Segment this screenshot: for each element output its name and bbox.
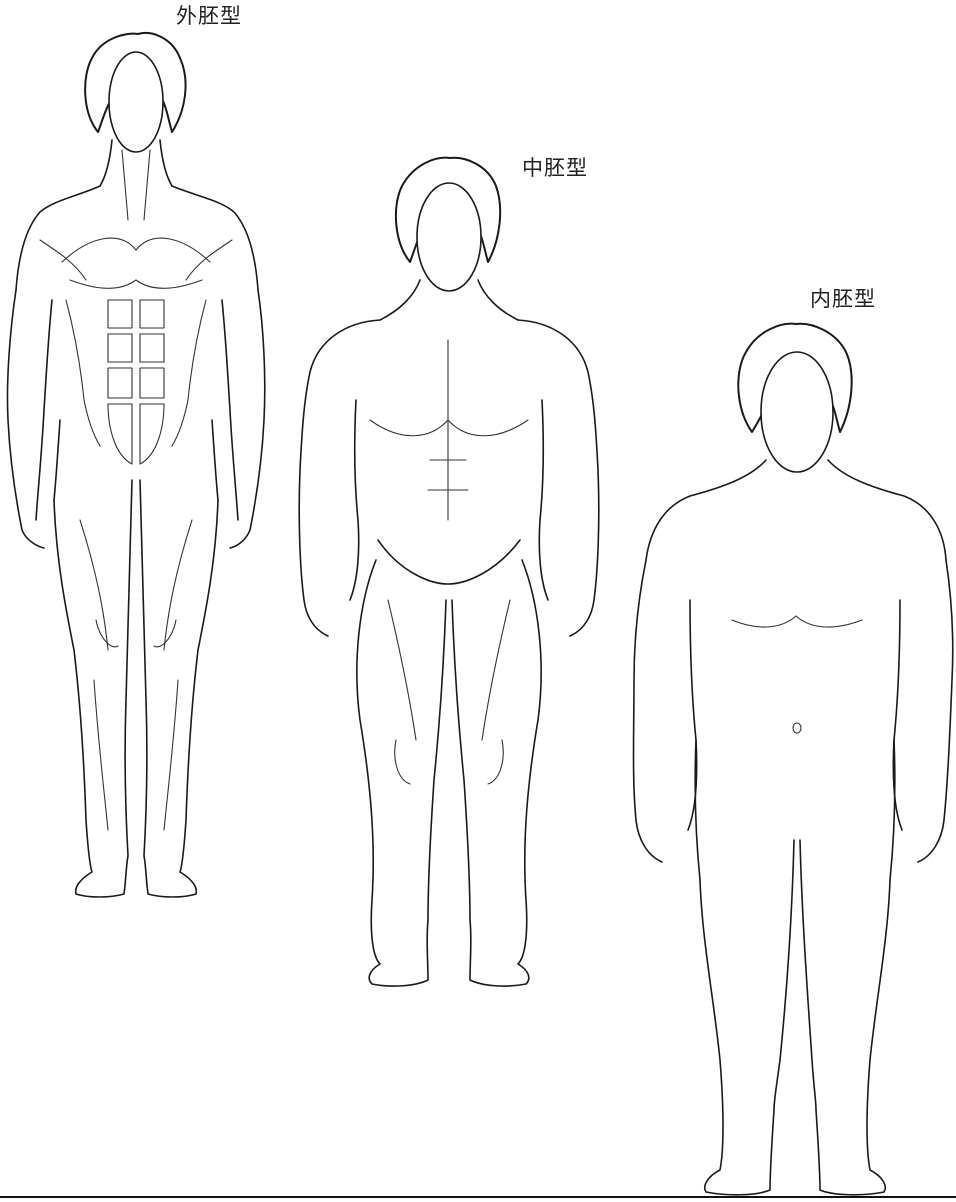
mesomorph-figure [298, 156, 600, 987]
endomorph-figure [632, 322, 954, 1196]
endomorph-label: 内胚型 [810, 287, 876, 311]
mesomorph-label: 中胚型 [522, 156, 588, 180]
baseline-divider [0, 1196, 956, 1198]
ectomorph-label: 外胚型 [176, 4, 242, 28]
ectomorph-figure [6, 32, 266, 898]
